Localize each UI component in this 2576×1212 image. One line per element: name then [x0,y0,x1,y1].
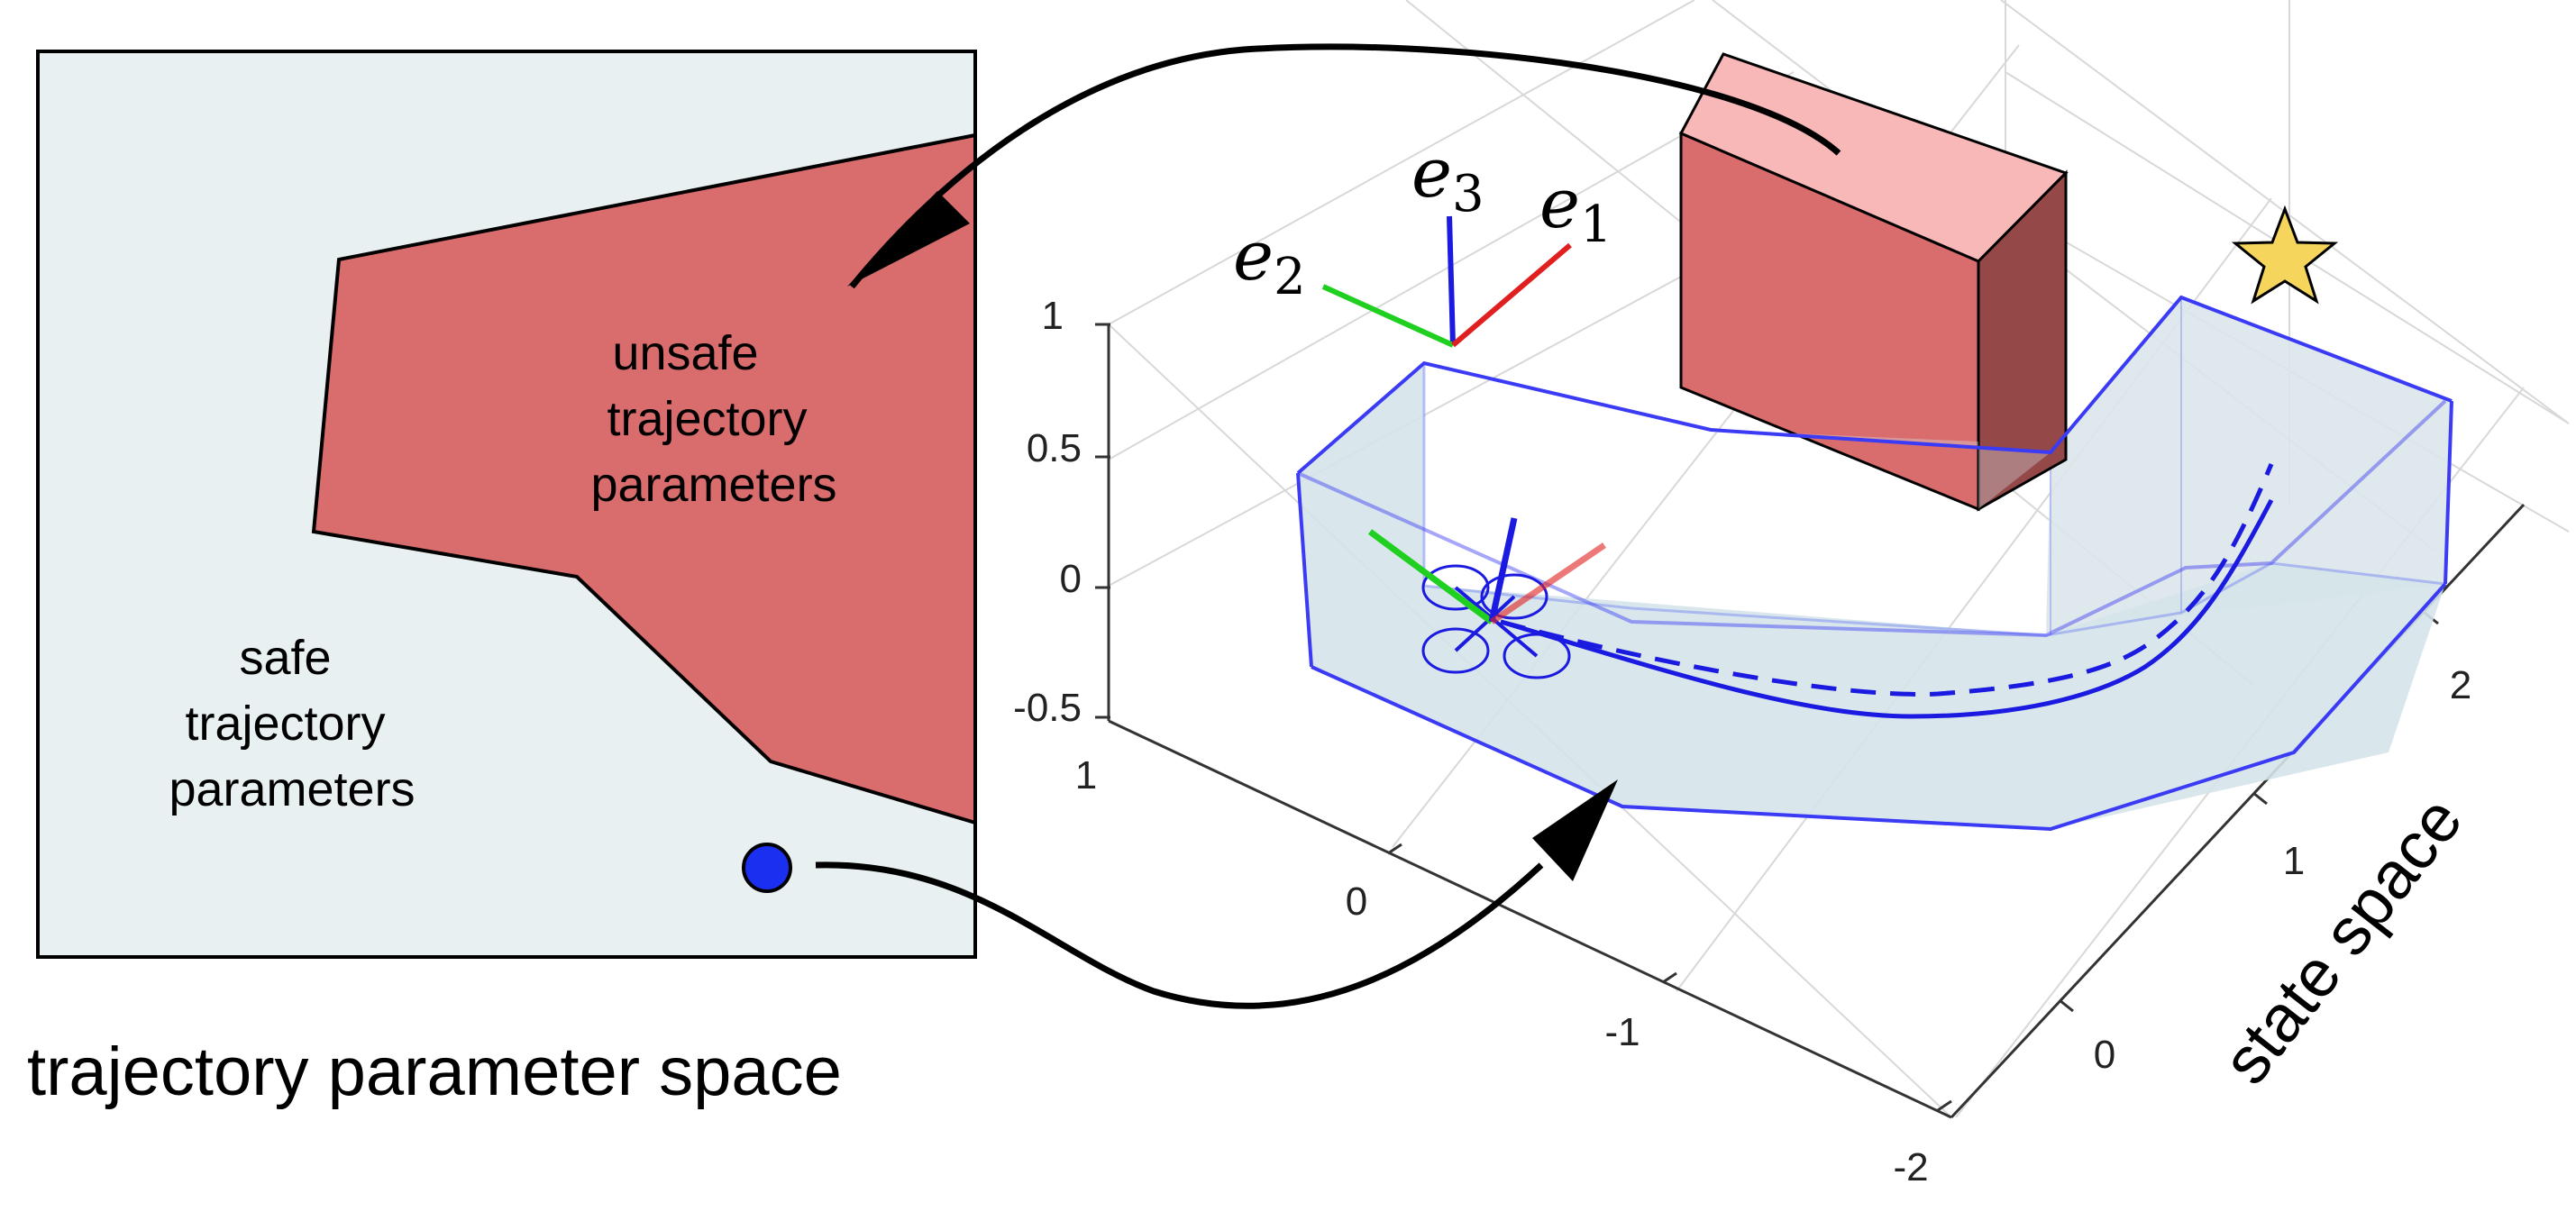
z-tick-label: 0.5 [1027,426,1082,470]
e3-label: e3 [1411,132,1484,223]
obstacle-arrowhead [847,191,970,287]
e1-label-sub: 1 [1580,196,1612,254]
y-tick-label: 0 [2094,1033,2115,1077]
quadrotor-icon [1367,517,1606,679]
x-tick-label: 0 [1346,879,1367,924]
tube-back-wall [1298,297,2452,633]
state-space-plot: 1 0.5 0 -0.5 1 0 -1 -2 0 1 2 state space [1013,0,2570,1189]
y-axis-ticks: 0 1 2 [2059,611,2471,1077]
e2-axis-line [1321,284,1455,348]
body-e2-axis [1367,529,1494,624]
x-tick-label: -2 [1893,1145,1928,1189]
z-axis-ticks: 1 0.5 0 -0.5 [1013,294,1110,730]
y-tick-label: 1 [2283,839,2305,883]
e2-label-base: e [1233,215,1274,296]
parameter-space-title: trajectory parameter space [27,1034,842,1110]
body-e3-axis [1488,517,1518,623]
unsafe-label-line-1: unsafe [612,326,758,380]
e3-label-sub: 3 [1452,165,1484,223]
e2-label-sub: 2 [1274,248,1306,306]
unsafe-region [311,132,977,825]
unsafe-label-line-3: parameters [590,458,836,512]
e1-label-base: e [1539,163,1580,243]
x-axis-line [1108,719,1952,1119]
safe-label-line-3: parameters [169,762,415,816]
y-tick-label: 2 [2450,663,2471,707]
e2-label: e2 [1233,215,1306,306]
obstacle-to-unsafe-arrow [849,43,1841,289]
state-space-axis-label: state space [2207,783,2476,1098]
e1-label: e1 [1539,163,1612,254]
e3-label-base: e [1411,132,1452,213]
e3-axis-line [1447,215,1456,346]
unsafe-label: unsafe trajectory parameters [590,326,836,512]
trajectory-arrowhead [1532,779,1618,881]
parameter-space-panel: unsafe trajectory parameters safe trajec… [27,50,977,1110]
unsafe-label-line-2: trajectory [607,392,807,446]
x-tick-label: 1 [1075,753,1097,797]
planned-trajectory [1500,498,2274,719]
obstacle-box [1678,52,2069,512]
e1-axis-line [1451,242,1572,348]
x-tick-label: -1 [1604,1010,1640,1054]
obstacle-front-face [1679,131,1980,512]
reference-trajectory [1500,463,2274,697]
parameter-to-trajectory-arrow [815,861,1544,1009]
goal-star-icon [2231,205,2339,305]
z-tick-label: -0.5 [1013,686,1082,730]
safe-label: safe trajectory parameters [169,631,415,816]
parameter-dot [742,843,792,893]
z-tick-label: 1 [1042,294,1064,338]
x-axis-ticks: 1 0 -1 -2 [1075,753,1952,1189]
safe-label-line-2: trajectory [185,697,385,751]
body-e1-axis [1490,542,1606,624]
tube-outline [1296,295,2453,832]
safe-label-line-1: safe [239,631,331,685]
tube-front-wall [1298,363,2445,829]
world-frame: e3 e1 e2 [1233,132,1612,348]
z-tick-label: 0 [1060,557,1082,601]
